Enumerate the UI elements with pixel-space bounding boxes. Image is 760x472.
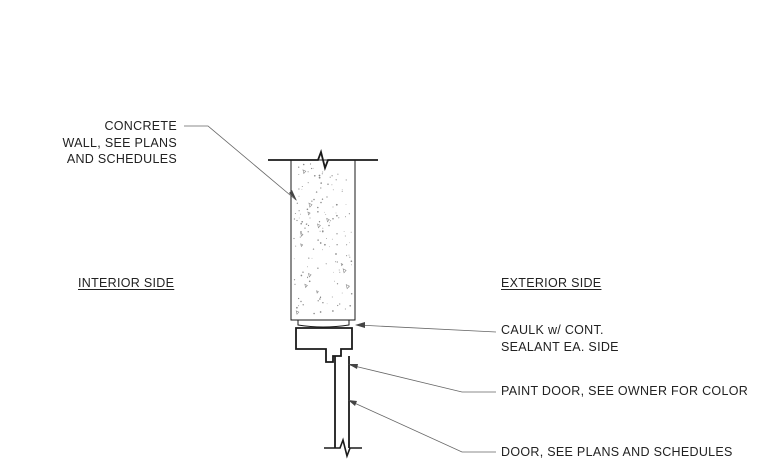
leader-lines	[184, 125, 497, 453]
sealant-bead	[297, 320, 350, 328]
paint-door-arrowhead	[348, 364, 358, 369]
concrete-stipple	[293, 163, 353, 315]
interior-side-label: INTERIOR SIDE	[78, 276, 175, 290]
door-leaf	[334, 356, 350, 448]
door-break-line	[324, 437, 362, 459]
wall-break-line	[268, 148, 378, 172]
door-frame-profile	[295, 327, 353, 363]
paint-door-leader	[349, 364, 496, 393]
paint-door-note: PAINT DOOR, SEE OWNER FOR COLOR	[501, 384, 749, 398]
concrete-wall-outline	[290, 159, 356, 321]
caulk-note-line-1: CAULK w/ CONT.	[501, 323, 604, 337]
concrete-wall-note-line-3: AND SCHEDULES	[66, 152, 177, 166]
leader-arrowheads	[289, 190, 365, 406]
concrete-wall-note: CONCRETE WALL, SEE PLANS AND SCHEDULES	[40, 118, 177, 168]
door-arrowhead	[348, 400, 357, 406]
door-leader	[349, 400, 496, 453]
caulk-note-line-2: SEALANT EA. SIDE	[501, 339, 619, 354]
caulk-arrowhead	[355, 322, 365, 328]
exterior-side-label: EXTERIOR SIDE	[501, 276, 602, 290]
concrete-wall-note-line-2: WALL, SEE PLANS	[62, 135, 177, 150]
caulk-note: CAULK w/ CONT. SEALANT EA. SIDE	[501, 322, 619, 355]
concrete-wall	[290, 159, 356, 321]
concrete-wall-arrowhead	[289, 190, 297, 201]
caulk-leader	[357, 324, 497, 333]
concrete-wall-note-line-1: CONCRETE	[104, 119, 177, 133]
concrete-wall-leader	[184, 125, 297, 201]
door-note: DOOR, SEE PLANS AND SCHEDULES	[501, 445, 733, 459]
